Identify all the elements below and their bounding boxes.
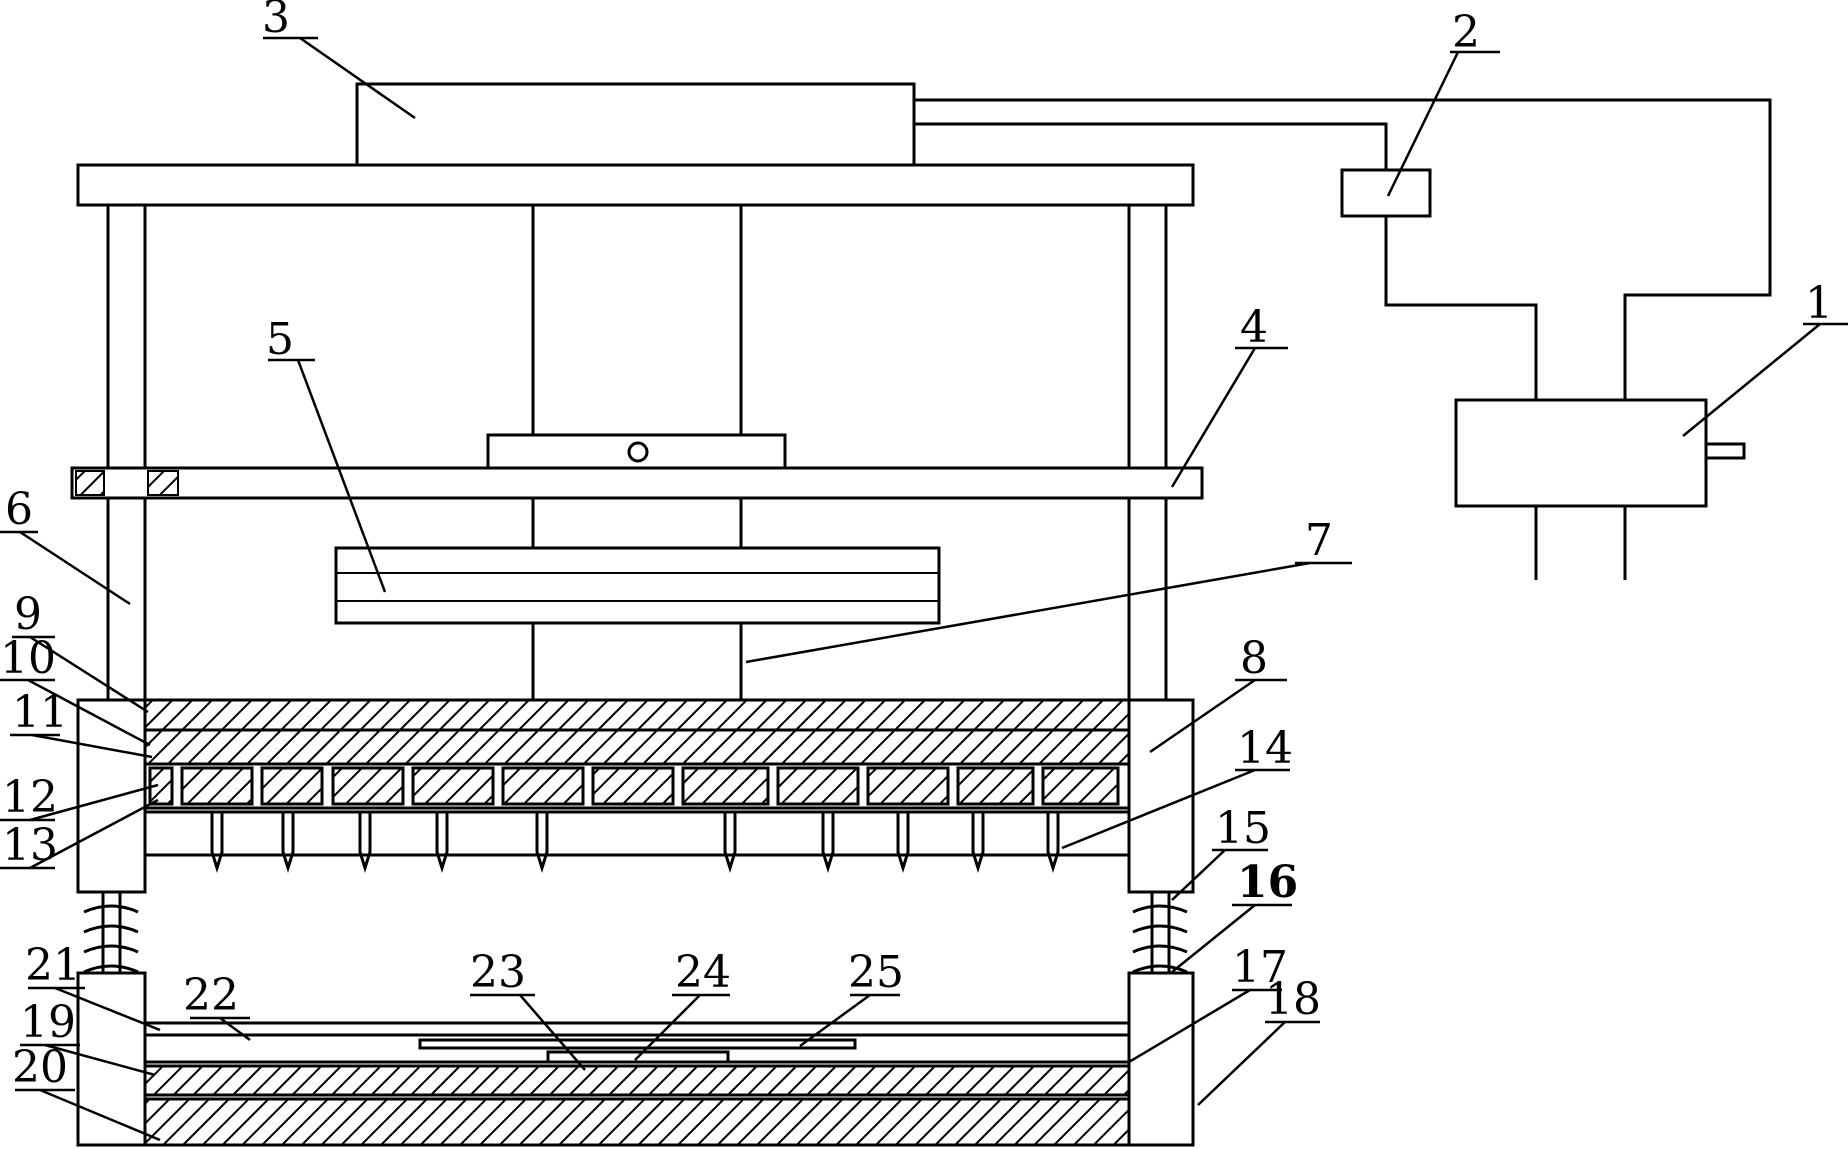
label-9: 9: [14, 589, 42, 640]
label-6: 6: [5, 484, 33, 535]
cross-plate-hatch-right: [147, 470, 179, 496]
lower-die-layer-19: [143, 1064, 1131, 1097]
lower-left-side-block: [76, 971, 147, 1147]
label-8: 8: [1240, 633, 1268, 684]
top-frame: [76, 163, 1195, 702]
lower-base-assembly: [76, 971, 1195, 1147]
upper-die-cells: [148, 766, 1120, 806]
leader-lines: [0, 36, 1848, 1142]
label-12: 12: [2, 772, 58, 823]
upper-die-layer-10: [143, 728, 1131, 766]
label-15: 15: [1215, 803, 1271, 854]
label-20: 20: [12, 1042, 68, 1093]
label-16: 16: [1237, 857, 1298, 908]
top-beam: [76, 163, 1195, 207]
label-25: 25: [848, 947, 904, 998]
upper-left-side-block: [76, 698, 147, 894]
press-plate: [334, 546, 941, 625]
label-3: 3: [262, 0, 290, 43]
label-19: 19: [20, 997, 76, 1048]
lower-die-layer-20: [143, 1097, 1131, 1147]
control-circuit: [914, 98, 1772, 580]
pivot-bolt: [627, 441, 649, 463]
label-17: 17: [1232, 942, 1288, 993]
left-column: [106, 203, 147, 702]
slide-plate: [418, 1038, 857, 1050]
label-4: 4: [1240, 302, 1268, 353]
label-14: 14: [1237, 723, 1293, 774]
label-7: 7: [1305, 515, 1333, 566]
right-column: [1127, 203, 1168, 702]
label-11: 11: [12, 687, 68, 738]
upper-die-assembly: [76, 698, 1195, 894]
label-21: 21: [25, 940, 81, 991]
cross-plate: [70, 466, 1204, 500]
label-10: 10: [0, 633, 56, 684]
cross-plate-hatch-left: [75, 470, 105, 496]
pump-1: [1454, 398, 1708, 508]
punch-needles: [210, 812, 1060, 874]
pump-shaft: [1704, 442, 1746, 460]
upper-die-layer-9: [143, 698, 1131, 732]
part-labels: 3 2 1 4 5 6 7 8 9 10 11 14 12 13 15 16 1…: [0, 0, 1833, 1093]
valve-2: [1340, 168, 1432, 218]
label-2: 2: [1452, 7, 1480, 58]
label-1: 1: [1805, 278, 1833, 329]
label-22: 22: [183, 970, 239, 1021]
label-23: 23: [470, 947, 526, 998]
label-13: 13: [2, 820, 58, 871]
top-unit: [355, 82, 916, 167]
label-18: 18: [1265, 974, 1321, 1025]
upper-right-side-block: [1127, 698, 1195, 894]
lower-right-side-block: [1127, 971, 1195, 1147]
label-24: 24: [675, 947, 731, 998]
label-5: 5: [266, 314, 294, 365]
